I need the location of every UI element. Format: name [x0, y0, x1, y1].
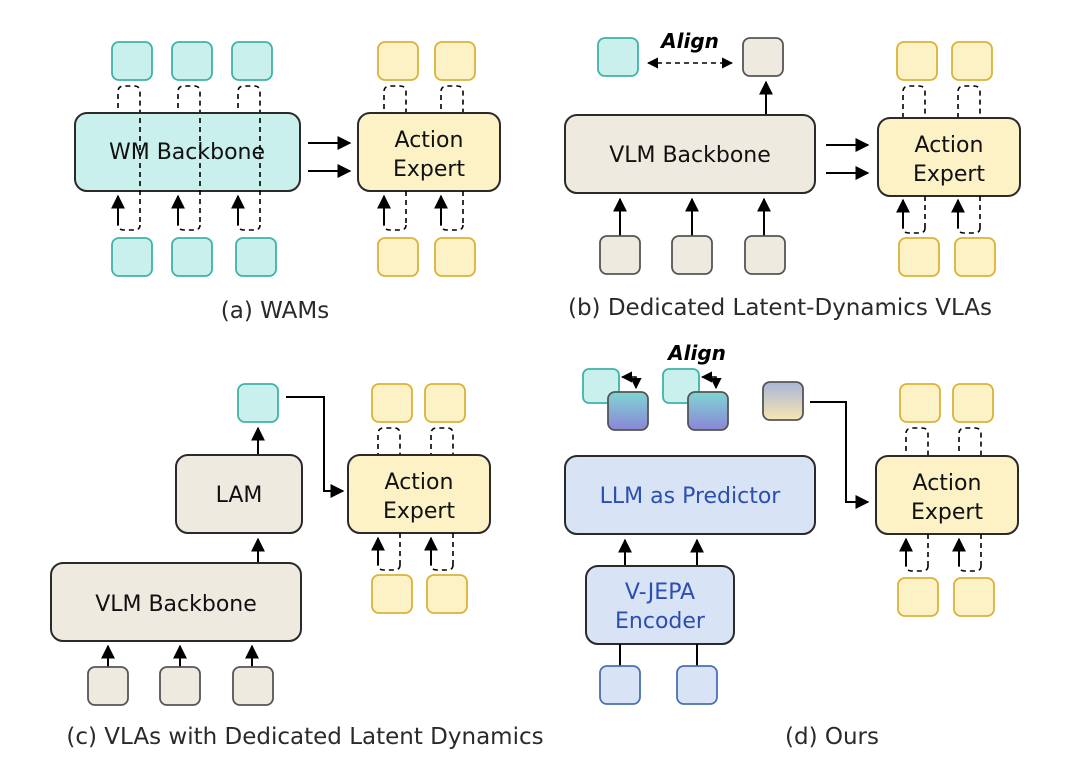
expert-input-token	[953, 577, 995, 617]
caption-d: (d) Ours	[785, 724, 879, 750]
input-token	[235, 237, 277, 277]
action-expert-label: Action	[913, 471, 982, 496]
output-token	[111, 41, 153, 81]
llm-predictor-box	[564, 455, 816, 535]
expert-output-token	[896, 41, 938, 81]
expert-output-token	[371, 383, 413, 423]
expert-input-token	[377, 237, 419, 277]
dashed-loop	[237, 85, 261, 118]
expert-output-token	[424, 383, 466, 423]
input-token	[671, 235, 713, 275]
action-expert-label: Expert	[913, 162, 985, 187]
input-token	[159, 666, 201, 706]
action-expert-box	[875, 455, 1019, 535]
align-label: Align	[666, 341, 726, 365]
expert-output-token	[899, 383, 941, 423]
expert-output-token	[951, 41, 993, 81]
teal-token	[597, 37, 639, 77]
input-token	[599, 235, 641, 275]
panel-d: Align LLM as Predictor V-JEPA Encoder Ac…	[564, 341, 1019, 750]
latent-action-token	[237, 383, 279, 423]
input-token	[232, 666, 274, 706]
input-token	[744, 235, 786, 275]
caption-c: (c) VLAs with Dedicated Latent Dynamics	[66, 724, 543, 750]
caption-b: (b) Dedicated Latent-Dynamics VLAs	[568, 295, 992, 321]
v-jepa-encoder-box	[585, 565, 735, 645]
align-label: Align	[659, 29, 719, 53]
expert-output-token	[377, 41, 419, 81]
vlm-backbone-label: VLM Backbone	[609, 143, 771, 168]
lam-label: LAM	[216, 483, 263, 508]
input-token	[676, 665, 718, 705]
output-token	[171, 41, 213, 81]
panel-a: WM Backbone Action Expert (a	[74, 41, 501, 324]
expert-input-token	[434, 237, 476, 277]
action-expert-label: Expert	[393, 157, 465, 182]
action-expert-label: Action	[915, 133, 984, 158]
vlm-backbone-box	[50, 562, 302, 642]
v-jepa-encoder-label: V-JEPA	[625, 580, 695, 605]
vlm-backbone-label: VLM Backbone	[95, 592, 257, 617]
input-token	[87, 666, 129, 706]
expert-input-token	[371, 574, 413, 614]
expert-input-token	[426, 574, 468, 614]
expert-input-token	[897, 577, 939, 617]
wm-backbone-label: WM Backbone	[109, 140, 265, 165]
caption-a: (a) WAMs	[221, 298, 329, 324]
action-expert-label: Expert	[911, 500, 983, 525]
predicted-token	[687, 391, 729, 431]
dashed-loop	[117, 85, 141, 118]
lam-box	[175, 454, 303, 534]
expert-input-token	[898, 237, 940, 277]
action-expert-label: Action	[395, 128, 464, 153]
expert-output-token	[434, 41, 476, 81]
expert-input-token	[954, 237, 996, 277]
expert-output-token	[952, 383, 994, 423]
latent-action-token	[762, 381, 804, 421]
dashed-loop	[177, 85, 201, 118]
input-token	[111, 237, 153, 277]
wm-backbone-box	[74, 112, 301, 192]
action-expert-box	[877, 117, 1021, 197]
llm-predictor-label: LLM as Predictor	[600, 484, 782, 509]
panel-c: LAM VLM Backbone Action Expert (c) VLAs …	[50, 383, 544, 750]
action-expert-label: Action	[385, 470, 454, 495]
action-expert-box	[357, 112, 501, 192]
latent-token	[742, 37, 784, 77]
action-expert-box	[347, 454, 491, 534]
input-token	[171, 237, 213, 277]
action-expert-label: Expert	[383, 499, 455, 524]
vlm-backbone-box	[564, 114, 816, 194]
predicted-token	[607, 391, 649, 431]
panel-b: Align VLM Backbone Action Expert (b) Ded…	[564, 29, 1021, 321]
output-token	[231, 41, 273, 81]
v-jepa-encoder-label: Encoder	[615, 609, 706, 634]
input-token	[599, 665, 641, 705]
